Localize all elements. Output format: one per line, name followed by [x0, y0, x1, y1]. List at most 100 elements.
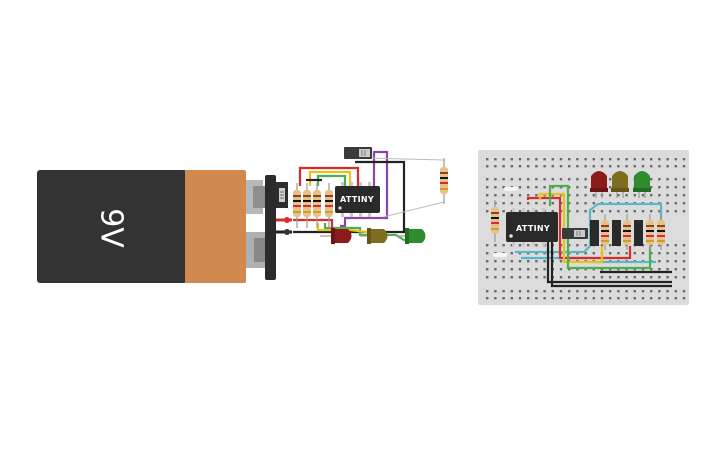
breadboard-hole [568, 297, 571, 300]
bb-resistor-left[interactable] [491, 200, 499, 242]
bb-diode-3[interactable] [634, 220, 643, 246]
wire-cyan-1[interactable] [515, 202, 663, 254]
breadboard-hole [543, 260, 546, 263]
breadboard-hole [609, 252, 612, 255]
breadboard-hole [502, 186, 505, 189]
resistor-4[interactable] [325, 183, 333, 228]
breadboard-hole [650, 194, 653, 197]
resistor-3[interactable] [313, 183, 321, 228]
breadboard-hole [535, 276, 538, 279]
breadboard-hole [527, 210, 530, 213]
breadboard-hole [576, 268, 579, 271]
attiny-chip-breadboard[interactable]: ATTINY [506, 208, 558, 246]
breadboard-hole [543, 202, 546, 205]
breadboard-hole [502, 210, 505, 213]
breadboard-hole [535, 186, 538, 189]
breadboard-hole [559, 194, 563, 197]
led-left-red[interactable] [320, 228, 352, 244]
breadboard-hole [486, 210, 489, 213]
breadboard-hole [568, 202, 571, 205]
breadboard-hole [666, 268, 669, 271]
breadboard-hole [666, 276, 669, 279]
breadboard-hole [682, 158, 686, 161]
breadboard-hole [551, 290, 554, 293]
wire-green-bb[interactable] [548, 184, 652, 270]
bb-slide-switch[interactable] [562, 228, 588, 239]
battery-9v[interactable]: 9V [37, 170, 276, 283]
breadboard-hole [527, 178, 530, 181]
bb-led-green[interactable] [633, 171, 651, 198]
breadboard-hole [600, 244, 604, 247]
power-switch[interactable] [276, 182, 288, 208]
breadboard-hole [510, 194, 513, 197]
bb-led-red[interactable] [590, 171, 608, 198]
breadboard-hole [650, 268, 653, 271]
breadboard-hole [600, 268, 604, 271]
breadboard-hole [625, 290, 628, 293]
wire-gray-top[interactable] [368, 157, 445, 161]
breadboard-hole [502, 260, 505, 263]
breadboard-hole [494, 186, 497, 189]
bb-resistor-r3[interactable] [646, 214, 654, 250]
battery-lead-black-tip [284, 229, 290, 235]
bb-resistor-r2[interactable] [623, 214, 631, 250]
led-left-green[interactable] [396, 228, 426, 244]
breadboard-hole [535, 178, 538, 181]
attiny-chip-left[interactable]: ATTINY [335, 182, 380, 217]
resistor-2[interactable] [303, 183, 311, 228]
breadboard-hole [551, 202, 554, 205]
breadboard-hole [518, 290, 522, 293]
breadboard-hole [543, 194, 546, 197]
breadboard-hole [527, 194, 530, 197]
bb-diode-1[interactable] [590, 220, 599, 246]
wire-red-bb[interactable] [526, 196, 632, 260]
breadboard-hole [568, 252, 571, 255]
resistor-1[interactable] [293, 183, 301, 228]
breadboard-hole [584, 165, 587, 168]
breadboard-hole [682, 260, 686, 263]
wire-purple-left[interactable] [340, 150, 389, 228]
led-left-olive[interactable] [360, 228, 388, 244]
breadboard-hole [518, 210, 522, 213]
breadboard-hole [584, 252, 587, 255]
breadboard-hole [658, 252, 661, 255]
breadboard-hole [666, 165, 669, 168]
breadboard-hole [600, 276, 604, 279]
breadboard-hole [674, 260, 677, 263]
breadboard-hole [518, 165, 522, 168]
bb-resistor-r4[interactable] [657, 214, 665, 250]
breadboard-hole [486, 202, 489, 205]
wire-green-left-2[interactable] [323, 223, 416, 242]
wire-red-left[interactable] [298, 166, 360, 187]
breadboard-hole [576, 178, 579, 181]
breadboard-hole [576, 290, 579, 293]
breadboard-hole [592, 297, 595, 300]
slide-switch-top[interactable] [344, 147, 372, 159]
bb-jumper-white-2[interactable] [493, 253, 507, 257]
breadboard-hole [682, 290, 686, 293]
breadboard-hole [486, 194, 489, 197]
battery-body [37, 170, 187, 283]
bb-resistor-r1[interactable] [601, 214, 609, 250]
breadboard-hole [633, 252, 636, 255]
breadboard-hole [543, 165, 546, 168]
breadboard-hole [576, 165, 579, 168]
breadboard-hole [510, 276, 513, 279]
bb-jumper-white-1[interactable] [504, 187, 518, 191]
bb-led-olive[interactable] [611, 171, 629, 198]
battery-label: 9V [94, 208, 129, 248]
breadboard-hole [535, 202, 538, 205]
breadboard-hole [682, 186, 686, 189]
resistor-lone[interactable] [440, 158, 448, 204]
breadboard-hole [568, 268, 571, 271]
breadboard-hole [551, 165, 554, 168]
wire-gray-bottom[interactable] [382, 201, 445, 218]
breadboard-hole [592, 290, 595, 293]
breadboard-hole [527, 260, 530, 263]
bb-diode-2[interactable] [612, 220, 621, 246]
wire-green-left[interactable] [316, 174, 347, 187]
breadboard-hole [650, 252, 653, 255]
breadboard-hole [609, 290, 612, 293]
breadboard-hole [510, 165, 513, 168]
breadboard-hole [551, 178, 554, 181]
